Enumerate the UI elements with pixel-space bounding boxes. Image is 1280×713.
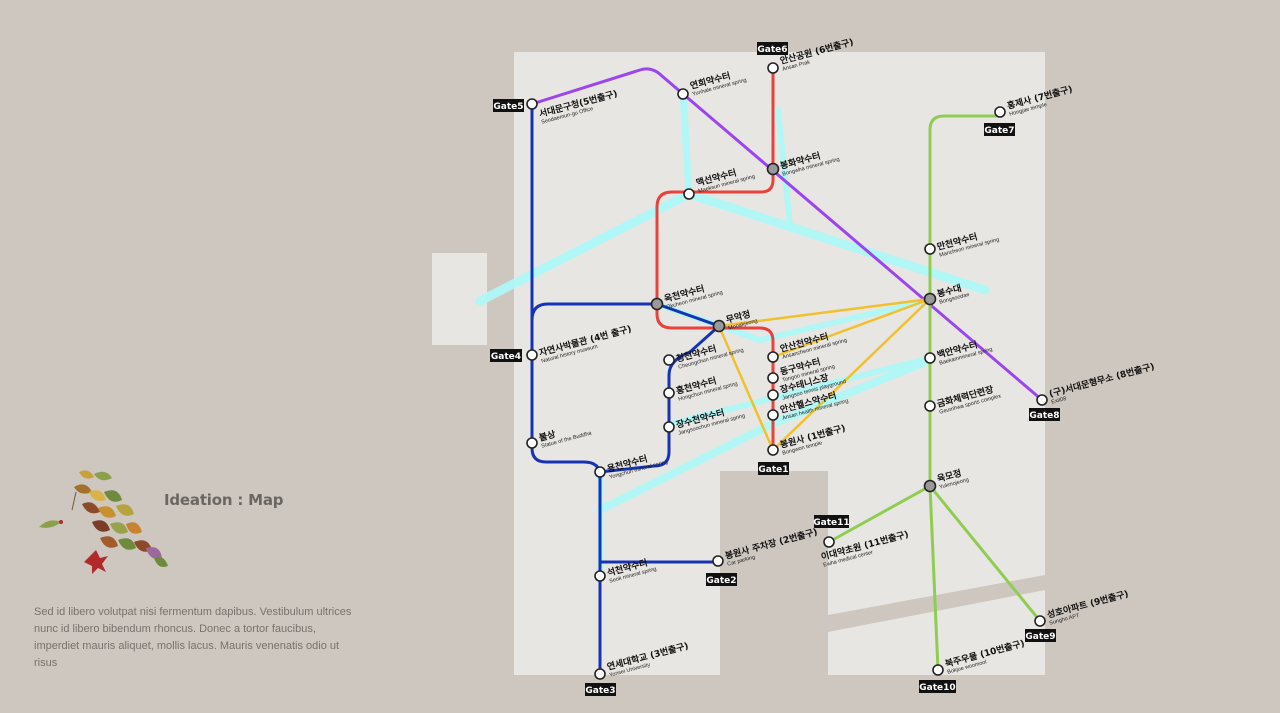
gate-badges: Gate5 Gate6 Gate7 Gate4 Gate8 Gate1 Gate…	[490, 42, 1060, 696]
cyan-trail-5	[596, 356, 934, 514]
station-marker-yukmo[interactable]	[923, 479, 937, 493]
station-marker-seok[interactable]	[594, 570, 606, 582]
leaves-illustration	[39, 470, 168, 574]
station-marker-cheongsong[interactable]	[663, 354, 675, 366]
gate-label: Gate10	[919, 683, 955, 693]
station-marker-muakjeong[interactable]	[712, 319, 726, 333]
gate-label: Gate8	[1029, 411, 1059, 421]
station-marker-heungcheon[interactable]	[663, 387, 675, 399]
gate-badge-4[interactable]: Gate4	[490, 349, 522, 362]
gate-label: Gate3	[585, 686, 615, 696]
yellow-lines	[717, 297, 931, 451]
campus-blocks	[432, 52, 1045, 713]
gate-label: Gate11	[813, 518, 849, 528]
gate-label: Gate9	[1025, 632, 1055, 642]
gate-badge-9[interactable]: Gate9	[1025, 629, 1056, 642]
station-marker-ansan-park[interactable]	[767, 62, 779, 74]
station-marker-bonghwa[interactable]	[766, 162, 780, 176]
yellow-line-1	[718, 297, 931, 328]
station-marker-tennis[interactable]	[767, 389, 779, 401]
station-marker-gumhwa[interactable]	[924, 400, 936, 412]
gate-badge-1[interactable]: Gate1	[758, 462, 789, 475]
label-seongho: 성호아파트 (9번출구) Sungho APT	[1046, 588, 1130, 627]
gate-badge-8[interactable]: Gate8	[1029, 408, 1060, 421]
gate-label: Gate7	[984, 126, 1014, 136]
station-marker-maeksun[interactable]	[683, 188, 695, 200]
gate-label: Gate1	[758, 465, 788, 475]
gate-badge-7[interactable]: Gate7	[984, 123, 1015, 136]
label-former-prison: (구)서대문형무소 (8번출구) Exit08	[1048, 360, 1156, 406]
gate-badge-2[interactable]: Gate2	[706, 573, 737, 586]
gate-badge-6[interactable]: Gate6	[757, 42, 788, 55]
station-marker-buddha[interactable]	[526, 437, 538, 449]
purple-line	[531, 67, 1043, 402]
blue-line-inner	[530, 302, 722, 474]
station-marker-ewha[interactable]	[823, 536, 835, 548]
gate-label: Gate2	[706, 576, 736, 586]
station-markers	[526, 62, 1048, 680]
station-marker-bongsudae[interactable]	[923, 292, 937, 306]
label-ko: (구)서대문형무소 (8번출구)	[1048, 360, 1156, 400]
cyan-trail-2	[679, 89, 693, 198]
yellow-line-3	[772, 297, 931, 359]
station-marker-bukju[interactable]	[932, 664, 944, 676]
station-marker-jangsucheon[interactable]	[663, 421, 675, 433]
station-marker-mancheon[interactable]	[924, 243, 936, 255]
yellow-line-2	[717, 325, 775, 451]
station-marker-seongho[interactable]	[1034, 615, 1046, 627]
gate-badge-3[interactable]: Gate3	[585, 683, 616, 696]
cutout-block	[720, 471, 828, 713]
station-marker-natural-history[interactable]	[526, 349, 538, 361]
gate-label: Gate6	[757, 45, 787, 55]
station-marker-health[interactable]	[767, 409, 779, 421]
station-marker-dongu[interactable]	[767, 372, 779, 384]
station-marker-okcheon[interactable]	[650, 297, 664, 311]
gate-badge-10[interactable]: Gate10	[919, 680, 956, 693]
green-line	[828, 114, 1000, 544]
label-ko: 성호아파트 (9번출구)	[1046, 588, 1130, 621]
page-title: Ideation : Map	[164, 491, 284, 509]
red-line	[655, 68, 775, 450]
green-line-seongho	[928, 485, 1042, 622]
station-marker-parking[interactable]	[712, 555, 724, 567]
station-marker-yonsei[interactable]	[594, 668, 606, 680]
station-marker-ansancheon[interactable]	[767, 351, 779, 363]
page-description: Sed id libero volutpat nisi fermentum da…	[34, 606, 352, 669]
cyan-trail-3	[775, 107, 793, 228]
station-marker-former-prison[interactable]	[1036, 394, 1048, 406]
label-en: Exit08	[1051, 396, 1067, 406]
green-line-bukju	[928, 485, 940, 671]
yellow-line-4	[772, 298, 931, 451]
station-marker-bongwon[interactable]	[767, 444, 779, 456]
station-marker-hongje[interactable]	[994, 106, 1006, 118]
gate-badge-11[interactable]: Gate11	[813, 515, 850, 528]
gate-badge-5[interactable]: Gate5	[493, 99, 524, 112]
gate-label: Gate4	[491, 352, 521, 362]
station-marker-yeonhui[interactable]	[677, 88, 689, 100]
station-marker-seodaemun[interactable]	[526, 98, 538, 110]
station-marker-baekam[interactable]	[924, 352, 936, 364]
gate-label: Gate5	[493, 102, 523, 112]
station-marker-yongcheon[interactable]	[594, 466, 606, 478]
